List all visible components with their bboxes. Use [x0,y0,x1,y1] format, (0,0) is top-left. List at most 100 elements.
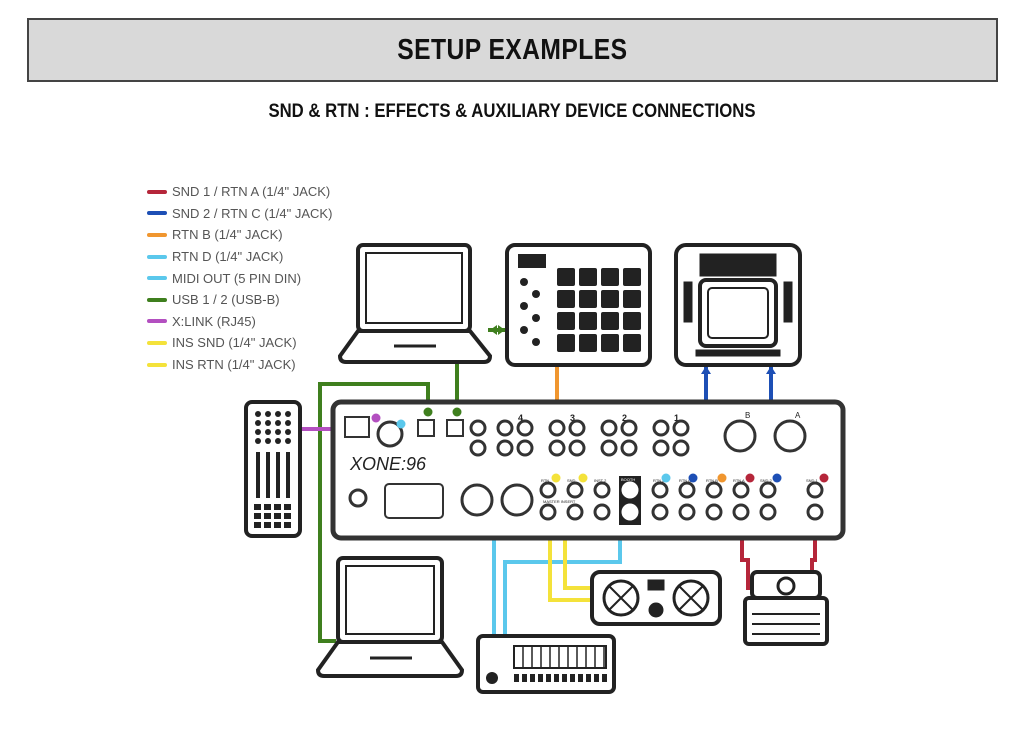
rca-jack [672,439,690,457]
pad [623,312,641,330]
legend-label: INS SND (1/4" JACK) [172,335,297,351]
mic-b-label: B [745,411,750,420]
mic-a-xlr [773,419,807,453]
rca-jack [620,439,638,457]
button [554,674,559,682]
button [264,522,271,528]
legend-item: MIDI OUT (5 PIN DIN) [147,267,332,289]
rca-jack [600,439,618,457]
quarter-inch-jack [566,503,584,521]
rtn-d-cable [503,538,622,636]
pad [601,334,619,352]
quarter-inch-jack [539,481,557,499]
fader [276,452,280,498]
legend-label: RTN D (1/4" JACK) [172,249,284,265]
arrow-icon [490,325,497,335]
quarter-inch-jack [678,481,696,499]
legend-label: SND 1 / RTN A (1/4" JACK) [172,184,331,200]
master-insert-label: MASTER INSERT [543,499,576,504]
rca-jack [652,419,670,437]
knob [285,438,291,444]
pad [623,334,641,352]
jack-label: RTN [541,478,549,483]
knob [255,429,261,435]
xlr-output-l [460,483,494,517]
rca-jack [652,439,670,457]
rca-jack [600,419,618,437]
connection-indicator-dot [578,473,588,483]
pad [579,334,597,352]
connection-indicator-dot [551,473,561,483]
pad [579,312,597,330]
jack-label: RTN C [679,478,691,483]
legend-label: INS RTN (1/4" JACK) [172,357,296,373]
legend-swatch [147,362,167,367]
quarter-inch-jack [621,481,639,499]
fader [256,452,260,498]
legend-label: USB 1 / 2 (USB-B) [172,292,280,308]
legend-item: INS RTN (1/4" JACK) [147,354,332,376]
button [274,513,281,519]
jack-label: SND 1 [806,478,819,483]
button [254,522,261,528]
connection-indicator-dot [371,413,381,423]
rca-jack [496,419,514,437]
button [264,504,271,510]
channel-2-label: 2 [622,413,627,423]
connection-indicator-dot [423,407,433,417]
rca-jack [548,439,566,457]
connection-indicator-dot [688,473,698,483]
knob [265,438,271,444]
knob [255,420,261,426]
legend-item: RTN D (1/4" JACK) [147,246,332,268]
quarter-inch-jack [806,503,824,521]
title-banner: SETUP EXAMPLES [27,18,998,82]
legend-swatch [147,340,167,345]
quarter-inch-jack [539,503,557,521]
pad-button [520,326,528,334]
legend-swatch [147,319,167,324]
button [578,674,583,682]
button [538,674,543,682]
quarter-inch-jack [651,481,669,499]
legend-label: RTN B (1/4" JACK) [172,227,283,243]
rca-jack [516,419,534,437]
power-switch [348,488,368,508]
quarter-inch-jack [732,503,750,521]
legend-label: MIDI OUT (5 PIN DIN) [172,270,302,286]
rca-jack [548,419,566,437]
button [594,674,599,682]
usb-port-1 [446,419,464,437]
legend-item: SND 1 / RTN A (1/4" JACK) [147,181,332,203]
quarter-inch-jack [621,503,639,521]
pad [623,268,641,286]
pad-button [520,302,528,310]
legend-swatch [147,254,167,259]
pad-button [520,278,528,286]
pad-button [532,338,540,346]
pad [557,334,575,352]
pad [623,290,641,308]
legend-item: SND 2 / RTN C (1/4" JACK) [147,203,332,225]
laptop-top [337,243,493,364]
button [254,513,261,519]
pad [579,268,597,286]
jack-label: INST 2 [594,478,607,483]
channel-3-label: 3 [570,413,575,423]
pad-button [532,290,540,298]
legend-swatch [147,276,167,281]
snd1-cable [740,538,750,590]
effects-pedal [743,570,829,646]
connection-indicator-dot [717,473,727,483]
pad-controller [505,243,652,367]
button [522,674,527,682]
legend-item: INS SND (1/4" JACK) [147,332,332,354]
arrow-icon [701,366,711,374]
knob [275,429,281,435]
legend-label: X:LINK (RJ45) [172,313,256,329]
knob [265,420,271,426]
quarter-inch-jack [593,503,611,521]
cdj-player [674,243,802,367]
pad [557,290,575,308]
